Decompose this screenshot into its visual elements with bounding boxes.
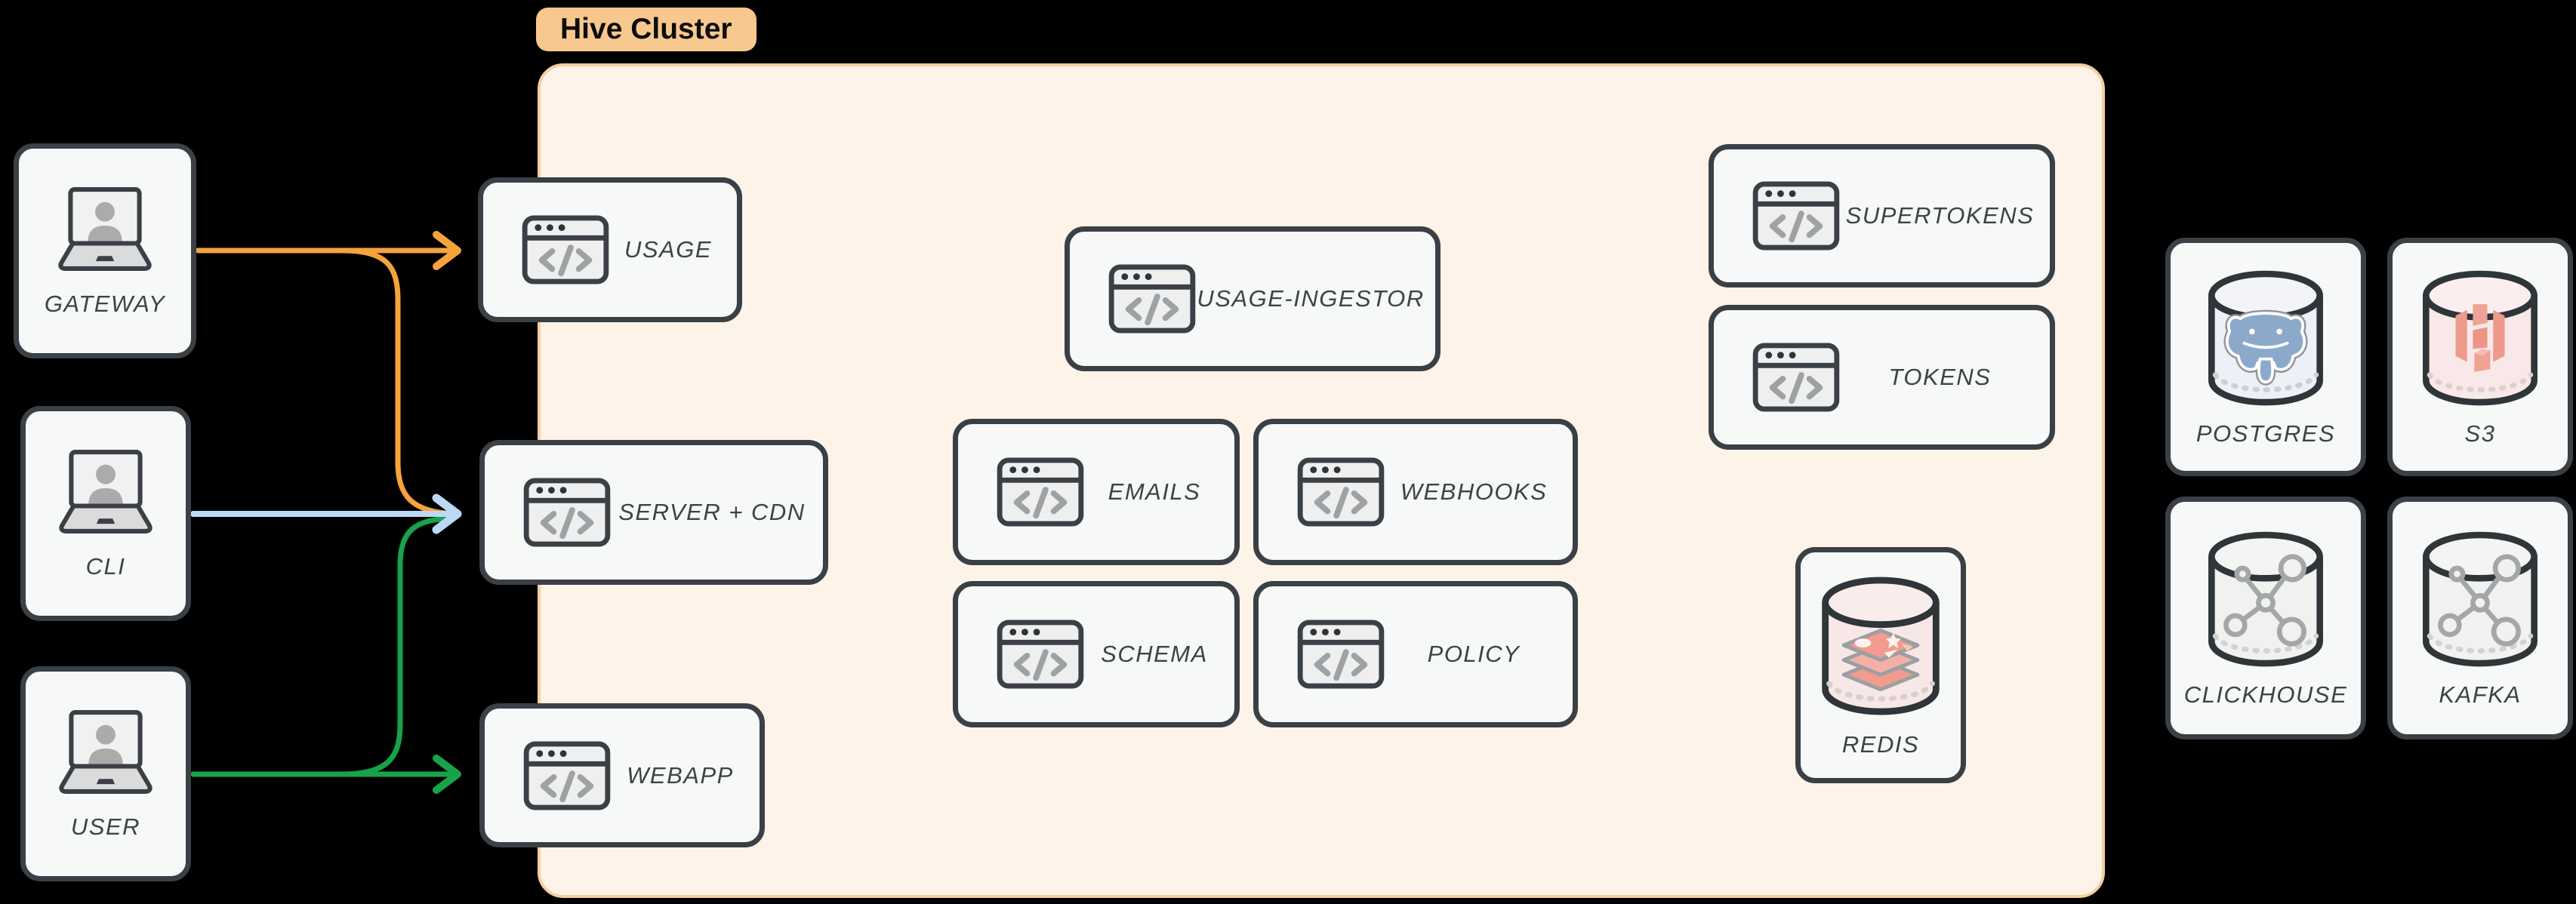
service-box-usage-ingestor: USAGE-INGESTOR (1065, 226, 1441, 371)
datastore-label: KAFKA (2439, 681, 2522, 708)
actor-box-cli: CLI (20, 406, 191, 621)
service-box-webhooks: WEBHOOKS (1253, 419, 1578, 565)
service-box-tokens: TOKENS (1709, 305, 2055, 450)
arrow-user-server-branch (338, 515, 456, 777)
service-box-supertokens: SUPERTOKENS (1709, 144, 2055, 287)
code-window-icon (522, 740, 612, 811)
laptop-user-icon (48, 447, 163, 533)
code-window-icon (1108, 263, 1197, 334)
service-label: SCHEMA (1101, 641, 1208, 667)
datastore-label: REDIS (1841, 730, 1920, 758)
kafka-broker-icon (2415, 527, 2545, 672)
clickhouse-database-icon (2201, 527, 2331, 672)
service-label: USAGE (624, 236, 713, 263)
datastore-label: CLICKHOUSE (2183, 681, 2348, 708)
service-label: SERVER + CDN (618, 499, 806, 525)
service-label: TOKENS (1888, 364, 1992, 390)
s3-bucket-icon (2415, 266, 2545, 411)
service-label: WEBAPP (627, 761, 734, 789)
actor-label: GATEWAY (44, 290, 166, 317)
code-window-icon (1296, 619, 1385, 690)
datastore-box-clickhouse: CLICKHOUSE (2165, 497, 2366, 739)
arrow-gateway-server-branch (338, 248, 456, 517)
code-window-icon (1752, 342, 1841, 413)
redis-database-icon (1814, 573, 1947, 721)
arrowhead-webapp (433, 755, 461, 794)
code-window-icon (1752, 180, 1841, 251)
arrowhead-usage (433, 231, 461, 270)
datastore-label: POSTGRES (2195, 420, 2336, 447)
datastore-box-s3: S3 (2387, 238, 2573, 476)
datastore-box-kafka: KAFKA (2387, 497, 2573, 739)
service-box-server-cdn: SERVER + CDN (479, 440, 828, 585)
postgres-database-icon (2201, 266, 2331, 411)
code-window-icon (996, 619, 1085, 690)
actor-label: USER (70, 813, 141, 840)
datastore-box-redis: REDIS (1795, 547, 1966, 783)
code-window-icon (1296, 457, 1385, 527)
code-window-icon (521, 214, 610, 285)
actor-label: CLI (85, 552, 126, 580)
service-box-schema: SCHEMA (953, 581, 1240, 727)
service-box-policy: POLICY (1253, 581, 1578, 727)
service-box-usage: USAGE (478, 177, 742, 322)
datastore-label: S3 (2464, 420, 2496, 447)
laptop-user-icon (48, 708, 163, 794)
code-window-icon (996, 457, 1085, 527)
service-label: USAGE-INGESTOR (1197, 285, 1425, 312)
code-window-icon (522, 477, 612, 548)
service-box-emails: EMAILS (953, 419, 1240, 565)
service-label: EMAILS (1108, 478, 1201, 505)
service-label: POLICY (1427, 641, 1521, 667)
service-box-webapp: WEBAPP (479, 703, 765, 847)
arrowhead-server (432, 494, 462, 534)
hive-cluster-badge: Hive Cluster (536, 8, 756, 51)
actor-box-user: USER (20, 666, 191, 881)
datastore-box-postgres: POSTGRES (2165, 238, 2366, 476)
laptop-user-icon (48, 185, 162, 271)
service-label: WEBHOOKS (1400, 478, 1548, 505)
actor-box-gateway: GATEWAY (14, 143, 196, 358)
service-label: SUPERTOKENS (1845, 202, 2035, 229)
